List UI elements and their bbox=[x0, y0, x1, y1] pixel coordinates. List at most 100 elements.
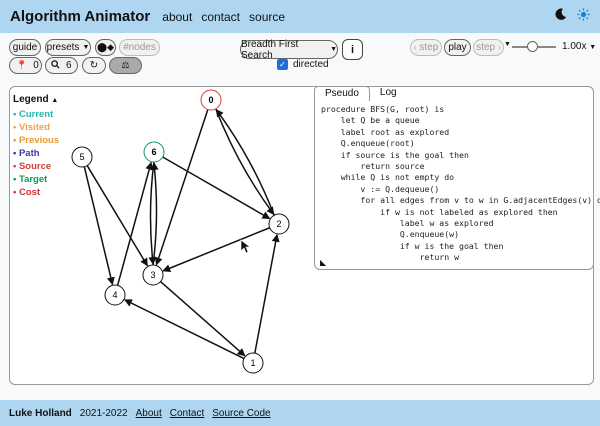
legend-title-text: Legend bbox=[13, 94, 49, 105]
legend-title[interactable]: Legend ▲ bbox=[13, 93, 59, 107]
graph-edge-3-to-6 bbox=[150, 162, 159, 266]
algorithm-select[interactable]: Breadth First Search▼ bbox=[240, 39, 338, 61]
graph-node-1[interactable]: 1 bbox=[242, 352, 264, 374]
graph-node-label: 5 bbox=[79, 152, 84, 162]
footer-link-contact[interactable]: Contact bbox=[169, 407, 205, 419]
legend-label: Current bbox=[18, 109, 54, 120]
weight-toggle-button[interactable]: ⚖ bbox=[109, 57, 142, 74]
graph-node-circle bbox=[268, 213, 290, 235]
graph-edge-6-to-2 bbox=[162, 156, 271, 220]
nodes-count-placeholder: #nodes bbox=[123, 42, 156, 53]
graph-node-4[interactable]: 4 bbox=[104, 284, 126, 306]
speed-value: 1.00x ▼ bbox=[562, 41, 596, 52]
graph-node-label: 0 bbox=[208, 95, 213, 105]
legend-label: Path bbox=[18, 148, 40, 159]
pseudocode-panel bbox=[314, 86, 594, 270]
legend-item-visited: • Visited bbox=[13, 122, 50, 133]
legend-item-target: • Target bbox=[13, 174, 48, 185]
resize-handle-icon[interactable]: ◣ bbox=[320, 258, 327, 267]
start-node-input[interactable]: 📍0 bbox=[9, 57, 42, 74]
graph-edge-5-to-4 bbox=[83, 166, 115, 286]
graph-node-label: 4 bbox=[112, 290, 117, 300]
tab-log-label: Log bbox=[379, 87, 397, 98]
pseudocode-line: return source bbox=[321, 161, 425, 172]
shapes-icon: ⬤◆ bbox=[97, 42, 114, 52]
legend-item-current: • Current bbox=[13, 109, 54, 120]
refresh-icon: ↻ bbox=[89, 60, 99, 71]
graph-edge-2-to-0 bbox=[215, 108, 275, 216]
info-icon: i bbox=[350, 43, 355, 56]
pseudocode-text: procedure BFS(G, root) is let Q be a que… bbox=[321, 104, 600, 264]
speed-slider-knob[interactable] bbox=[526, 41, 538, 52]
guide-button[interactable]: guide bbox=[9, 39, 41, 56]
graph-edge-4-to-6 bbox=[116, 161, 154, 286]
code-tabs: Pseudo Log bbox=[314, 86, 407, 101]
tab-pseudo-label: Pseudo bbox=[325, 88, 359, 99]
graph-node-0[interactable]: 0 bbox=[200, 89, 222, 111]
graph-node-6[interactable]: 6 bbox=[143, 141, 165, 163]
nav-link-about[interactable]: about bbox=[162, 9, 193, 24]
directed-label: directed bbox=[293, 59, 329, 70]
step-forward-label: step bbox=[476, 42, 496, 53]
legend-item-source: • Source bbox=[13, 161, 52, 172]
weight-icon: ⚖ bbox=[121, 60, 130, 70]
step-forward-button[interactable]: step› bbox=[473, 39, 504, 56]
legend-label: Source bbox=[18, 161, 52, 172]
legend-label: Visited bbox=[18, 122, 50, 133]
speed-dropdown-caret-icon[interactable]: ▼ bbox=[504, 41, 511, 48]
reset-button[interactable]: ↻ bbox=[82, 57, 106, 74]
guide-label: guide bbox=[12, 42, 38, 53]
step-back-label: step bbox=[419, 42, 439, 53]
legend-label: Target bbox=[18, 174, 48, 185]
directed-checkbox[interactable]: ✓ bbox=[277, 59, 288, 70]
graph-node-2[interactable]: 2 bbox=[268, 213, 290, 235]
pseudocode-line: if source is the goal then bbox=[321, 149, 469, 160]
play-button[interactable]: play bbox=[444, 39, 471, 56]
graph-node-label: 6 bbox=[151, 147, 156, 157]
speed-label: 1.00x bbox=[562, 41, 587, 52]
footer-link-about[interactable]: About bbox=[135, 407, 162, 419]
goal-node-input[interactable]: 6 bbox=[45, 57, 78, 74]
nav-link-contact[interactable]: contact bbox=[201, 9, 241, 24]
pseudocode-line: let Q be a queue bbox=[321, 115, 420, 126]
algorithm-info-button[interactable]: i bbox=[342, 39, 363, 60]
nodes-count-input[interactable]: #nodes bbox=[119, 39, 160, 56]
footer-years: 2021-2022 bbox=[79, 407, 128, 419]
graph-edge-1-to-2 bbox=[254, 233, 280, 354]
tab-log[interactable]: Log bbox=[370, 86, 407, 101]
graph-node-label: 3 bbox=[150, 270, 155, 280]
search-icon bbox=[51, 59, 60, 72]
graph-nodes: 0 1 2 3 4 5 6 bbox=[71, 89, 290, 374]
tab-pseudo[interactable]: Pseudo bbox=[314, 86, 370, 101]
mouse-cursor-icon bbox=[240, 239, 251, 254]
pseudocode-line: if w is the goal then bbox=[321, 240, 504, 251]
speed-slider[interactable] bbox=[512, 41, 556, 53]
chevron-down-icon: ▼ bbox=[589, 44, 597, 51]
pseudocode-line: Q.enqueue(root) bbox=[321, 138, 415, 149]
graph-node-3[interactable]: 3 bbox=[142, 264, 164, 286]
step-back-button[interactable]: ‹step bbox=[410, 39, 442, 56]
presets-dropdown[interactable]: presets▼ bbox=[45, 39, 91, 56]
pseudocode-line: Q.enqueue(w) bbox=[321, 229, 460, 240]
graph-edge-3-to-1 bbox=[160, 281, 246, 357]
graph-node-circle bbox=[200, 89, 222, 111]
presets-label: presets bbox=[46, 42, 80, 53]
graph-node-5[interactable]: 5 bbox=[71, 146, 93, 168]
sun-icon[interactable] bbox=[577, 8, 590, 24]
navbar: Algorithm Animator about contact source bbox=[0, 0, 600, 33]
pseudocode-line: label w as explored bbox=[321, 218, 494, 229]
graph-node-label: 2 bbox=[276, 219, 281, 229]
legend-label: Previous bbox=[18, 135, 60, 146]
nav-link-source[interactable]: source bbox=[249, 9, 286, 24]
footer-author: Luke Holland bbox=[9, 407, 72, 419]
footer-link-source-code[interactable]: Source Code bbox=[212, 407, 271, 419]
moon-icon[interactable] bbox=[554, 8, 567, 24]
brand-title[interactable]: Algorithm Animator bbox=[10, 8, 151, 25]
pseudocode-line: procedure BFS(G, root) is bbox=[321, 104, 445, 114]
graph-node-circle bbox=[143, 141, 165, 163]
random-graph-button[interactable]: ⬤◆ bbox=[95, 39, 116, 56]
legend-label: Cost bbox=[18, 187, 41, 198]
graph-edges bbox=[83, 108, 280, 360]
directed-toggle[interactable]: ✓ directed bbox=[277, 59, 329, 70]
